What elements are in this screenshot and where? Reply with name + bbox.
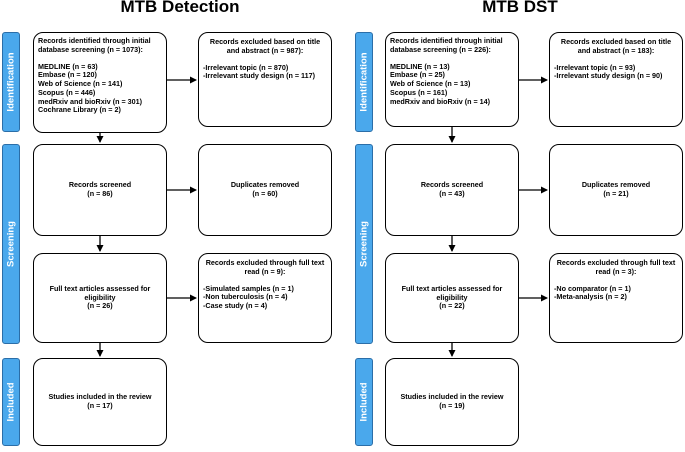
list-item: Scopus (n = 446) (38, 87, 96, 97)
box-header: Records excluded through full text read … (205, 258, 325, 276)
list-item: medRxiv and bioRxiv (n = 301) (38, 96, 143, 106)
stage-identification-detection: Identification (2, 32, 20, 132)
list-item: MEDLINE (n = 13) (390, 61, 450, 71)
stage-screening-detection: Screening (2, 144, 20, 344)
list-item: -Irrelevant study design (n = 90) (554, 71, 663, 81)
records-identified-box: Records identified through initial datab… (33, 32, 167, 133)
list-item: -Irrelevant study design (n = 117) (203, 71, 316, 81)
stage-included-dst: Included (355, 358, 373, 446)
records-identified-box: Records identified through initial datab… (385, 32, 519, 127)
list-item: Scopus (n = 161) (390, 87, 448, 97)
box-header: Records identified through initial datab… (38, 36, 151, 54)
records-excluded-fulltext-box: Records excluded through full text read … (549, 253, 683, 343)
box-text: Duplicates removed (n = 21) (581, 180, 651, 198)
box-text: Records screened (n = 43) (420, 180, 484, 198)
box-text: Full text articles assessed for eligibil… (49, 283, 151, 311)
box-header: Records excluded based on title and abst… (560, 37, 672, 55)
list-item: -Simulated samples (n = 1) (203, 283, 294, 293)
list-item: MEDLINE (n = 63) (38, 61, 98, 71)
studies-included-box: Studies included in the review (n = 19) (385, 358, 519, 446)
box-header: Records excluded through full text read … (556, 258, 676, 276)
records-screened-box: Records screened (n = 86) (33, 144, 167, 236)
box-text: Duplicates removed (n = 60) (230, 180, 300, 198)
list-item: Cochrane Library (n = 2) (38, 105, 121, 115)
stage-included-detection: Included (2, 358, 20, 446)
list-item: -Non tuberculosis (n = 4) (203, 292, 288, 302)
box-text: Full text articles assessed for eligibil… (401, 283, 503, 311)
list-item: -Irrelevant topic (n = 870) (203, 62, 289, 72)
panel-title-detection: MTB Detection (120, 0, 240, 16)
list-item: Web of Science (n = 141) (38, 79, 123, 89)
box-text: Records screened (n = 86) (68, 180, 132, 198)
list-item: -Irrelevant topic (n = 93) (554, 62, 636, 72)
records-excluded-title-box: Records excluded based on title and abst… (549, 32, 683, 127)
box-header: Records identified through initial datab… (390, 36, 503, 54)
list-item: -Meta-analysis (n = 2) (554, 292, 627, 302)
list-item: -No comparator (n = 1) (554, 283, 631, 293)
list-item: -Case study (n = 4) (203, 301, 268, 311)
duplicates-removed-box: Duplicates removed (n = 21) (549, 144, 683, 236)
stage-identification-dst: Identification (355, 32, 373, 132)
records-excluded-fulltext-box: Records excluded through full text read … (198, 253, 332, 343)
box-text: Studies included in the review (n = 17) (48, 392, 152, 410)
fulltext-assessed-box: Full text articles assessed for eligibil… (385, 253, 519, 343)
list-item: Embase (n = 25) (390, 70, 445, 80)
studies-included-box: Studies included in the review (n = 17) (33, 358, 167, 446)
stage-screening-dst: Screening (355, 144, 373, 344)
list-item: Embase (n = 120) (38, 70, 97, 80)
box-text: Studies included in the review (n = 19) (400, 392, 504, 410)
list-item: Web of Science (n = 13) (390, 79, 471, 89)
list-item: medRxiv and bioRxiv (n = 14) (390, 96, 491, 106)
records-screened-box: Records screened (n = 43) (385, 144, 519, 236)
box-header: Records excluded based on title and abst… (209, 37, 321, 55)
panel-title-dst: MTB DST (482, 0, 558, 16)
fulltext-assessed-box: Full text articles assessed for eligibil… (33, 253, 167, 343)
duplicates-removed-box: Duplicates removed (n = 60) (198, 144, 332, 236)
records-excluded-title-box: Records excluded based on title and abst… (198, 32, 332, 127)
